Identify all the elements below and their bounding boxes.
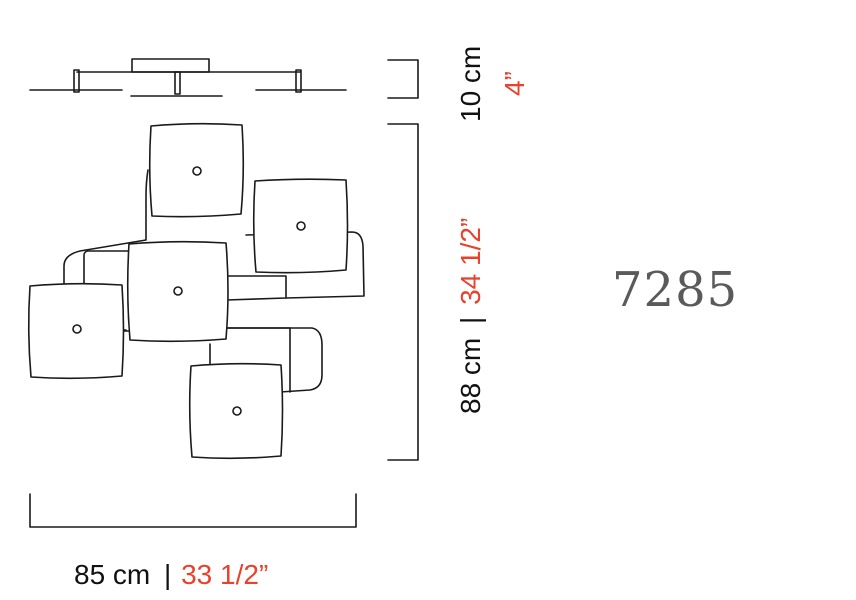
side-profile-view bbox=[29, 58, 347, 97]
plan-width-separator: | bbox=[164, 559, 171, 590]
plan-width-metric: 85 cm bbox=[74, 559, 150, 590]
profile-stem-right bbox=[295, 69, 302, 93]
ceiling-canopy bbox=[131, 58, 210, 73]
plan-height-imperial: 34 1/2” bbox=[455, 218, 486, 305]
shades bbox=[27, 122, 349, 460]
shade-1-bulb bbox=[192, 166, 202, 176]
profile-height-label: 10 cm bbox=[455, 46, 486, 122]
plan-height-label: 88 cm | 34 1/2” bbox=[455, 218, 486, 414]
profile-height-bracket bbox=[387, 59, 419, 99]
profile-stem-left bbox=[73, 69, 80, 93]
plan-width-bracket bbox=[29, 493, 357, 528]
plan-width-imperial: 33 1/2” bbox=[181, 559, 268, 590]
plan-width-label: 85 cm | 33 1/2” bbox=[74, 559, 268, 590]
plan-height-metric: 88 cm bbox=[455, 338, 486, 414]
plan-height-separator: | bbox=[455, 317, 486, 324]
shade-3-bulb bbox=[173, 286, 183, 296]
shade-5-bulb bbox=[232, 406, 242, 416]
shade-4-bulb bbox=[72, 324, 82, 334]
profile-height-metric: 10 cm bbox=[455, 46, 486, 122]
profile-height-imperial: 4” bbox=[499, 71, 530, 96]
profile-height-imperial-label: 4” bbox=[499, 71, 530, 96]
model-number: 7285 bbox=[612, 262, 739, 318]
plan-height-bracket bbox=[387, 123, 419, 461]
shade-2-bulb bbox=[296, 221, 306, 231]
profile-stem-center bbox=[174, 71, 181, 95]
